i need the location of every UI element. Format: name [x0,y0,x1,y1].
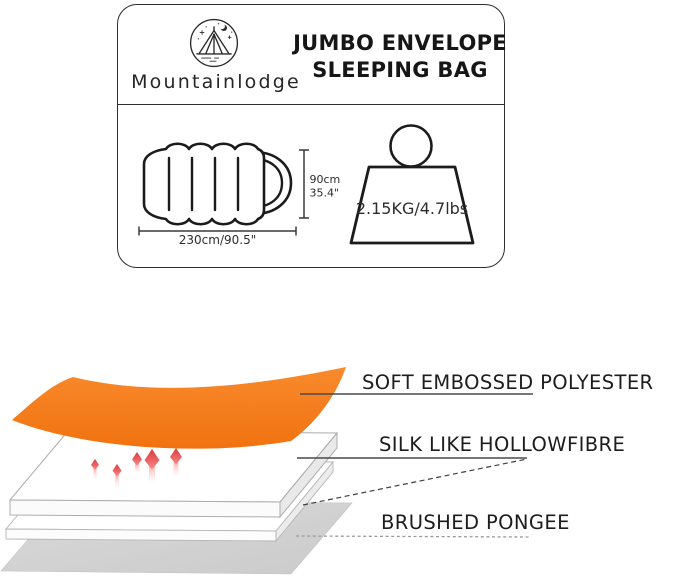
dimension-height [299,149,309,219]
heat-arrows-icon [91,448,182,488]
layer-polyester-shell [12,367,346,449]
spec-card: Mountainlodge JUMBO ENVELOPE SLEEPING BA… [117,4,507,268]
logo-circle [189,18,239,68]
sleeping-bag-body [142,142,266,226]
label-soft-embossed-polyester: SOFT EMBOSSED POLYESTER [362,371,654,394]
sleeping-bag-illustration [142,142,293,226]
weight-value: 2.15KG/4.7lbs [356,199,468,218]
weight-icon [349,124,475,245]
fabric-layers-diagram [0,367,533,575]
dimension-length [138,226,297,236]
spec-illustrations: 90cm 35.4" 230cm/90.5" 2.15KG/4.7lbs [138,124,475,247]
product-title-line2: SLEEPING BAG [312,58,488,82]
card-divider [118,104,504,105]
product-title-line1: JUMBO ENVELOPE [293,31,507,55]
sleeping-bag-baffle-lines [167,156,240,212]
tent-icon [196,26,232,62]
connector-pongee-dashed [295,535,531,538]
stars-icon [197,23,233,40]
layer-hollowfibre [8,430,339,519]
connector-lines [295,393,533,538]
tent-moon-stars-logo-icon [189,18,239,68]
label-silk-like-hollowfibre: SILK LIKE HOLLOWFIBRE [379,433,626,456]
connector-hollowfibre-dashed [302,458,528,506]
height-value-in: 35.4" [310,187,340,200]
height-value-cm: 90cm [310,173,341,186]
brand-name: Mountainlodge [131,71,301,93]
moon-icon [219,23,227,32]
length-value: 230cm/90.5" [179,233,256,247]
product-title: JUMBO ENVELOPE SLEEPING BAG [276,30,524,84]
label-brushed-pongee: BRUSHED PONGEE [381,511,570,534]
